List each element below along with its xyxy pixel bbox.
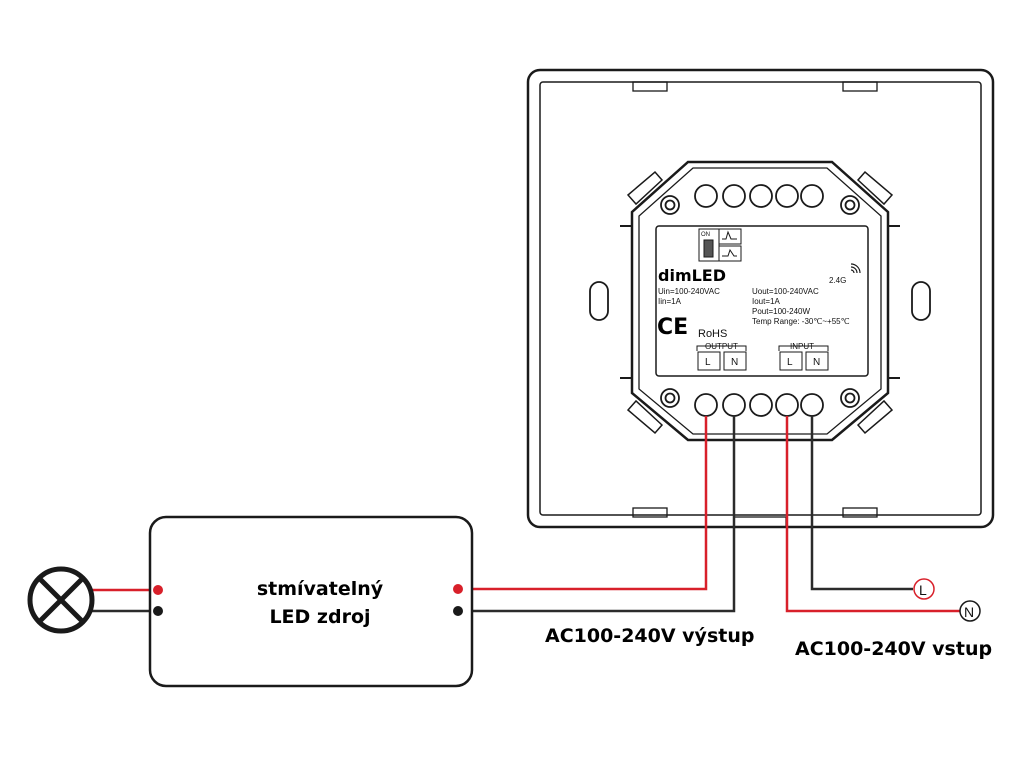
wall-plate: [526, 68, 995, 529]
corner-tab: [626, 170, 894, 435]
input-caption: AC100-240V vstup: [795, 638, 992, 660]
dimming-curve-icon: [722, 230, 737, 240]
brand-name: dimLED: [658, 266, 726, 285]
live-marker-label: L: [919, 582, 927, 598]
ce-mark: CE: [657, 315, 688, 340]
output-terminal-n: N: [731, 357, 738, 368]
input-current: Iin=1A: [658, 297, 682, 306]
input-terminal-l: L: [787, 357, 793, 368]
output-current: Iout=1A: [752, 297, 780, 306]
lamp-symbol-icon: [27, 566, 95, 634]
driver-input-live-dot: [153, 585, 163, 595]
terminal-block-input: [778, 345, 829, 371]
wire-input-live: [785, 416, 960, 613]
led-driver-box: [148, 515, 474, 688]
driver-label-line2: LED zdroj: [269, 606, 370, 628]
live-marker: [913, 578, 935, 600]
bottom-terminal-screws: [694, 393, 824, 417]
terminal-block-output: [696, 345, 747, 371]
dimming-curve-icon: [722, 248, 737, 257]
wires: [92, 416, 960, 613]
wire-output-live: [458, 416, 708, 591]
neutral-marker-label: N: [964, 604, 974, 620]
driver-label-line1: stmívatelný: [257, 578, 384, 600]
screw: [660, 195, 860, 408]
input-group-label: INPUT: [790, 342, 814, 351]
dip-switch: [698, 228, 742, 262]
output-terminal-l: L: [705, 357, 711, 368]
neutral-marker: [959, 600, 981, 622]
label-panel: [655, 225, 869, 377]
temp-range: Temp Range: -30℃~+55℃: [752, 317, 850, 326]
output-group-label: OUTPUT: [705, 342, 738, 351]
wire-input-neutral: [810, 416, 913, 591]
wire-output-neutral: [458, 416, 736, 613]
rohs-mark: RoHS: [698, 328, 727, 340]
driver-output-live-dot: [453, 584, 463, 594]
input-rating: Uin=100-240VAC: [658, 287, 720, 296]
wireless-label: 2.4G: [829, 276, 846, 285]
output-caption: AC100-240V výstup: [545, 625, 754, 647]
wireless-signal-icon: [850, 263, 861, 274]
output-rating: Uout=100-240VAC: [752, 287, 819, 296]
input-terminal-n: N: [813, 357, 820, 368]
switch-label: ON: [701, 232, 710, 238]
driver-input-neutral-dot: [153, 606, 163, 616]
output-power: Pout=100-240W: [752, 307, 810, 316]
driver-output-neutral-dot: [453, 606, 463, 616]
top-terminal-screws: [694, 184, 824, 208]
